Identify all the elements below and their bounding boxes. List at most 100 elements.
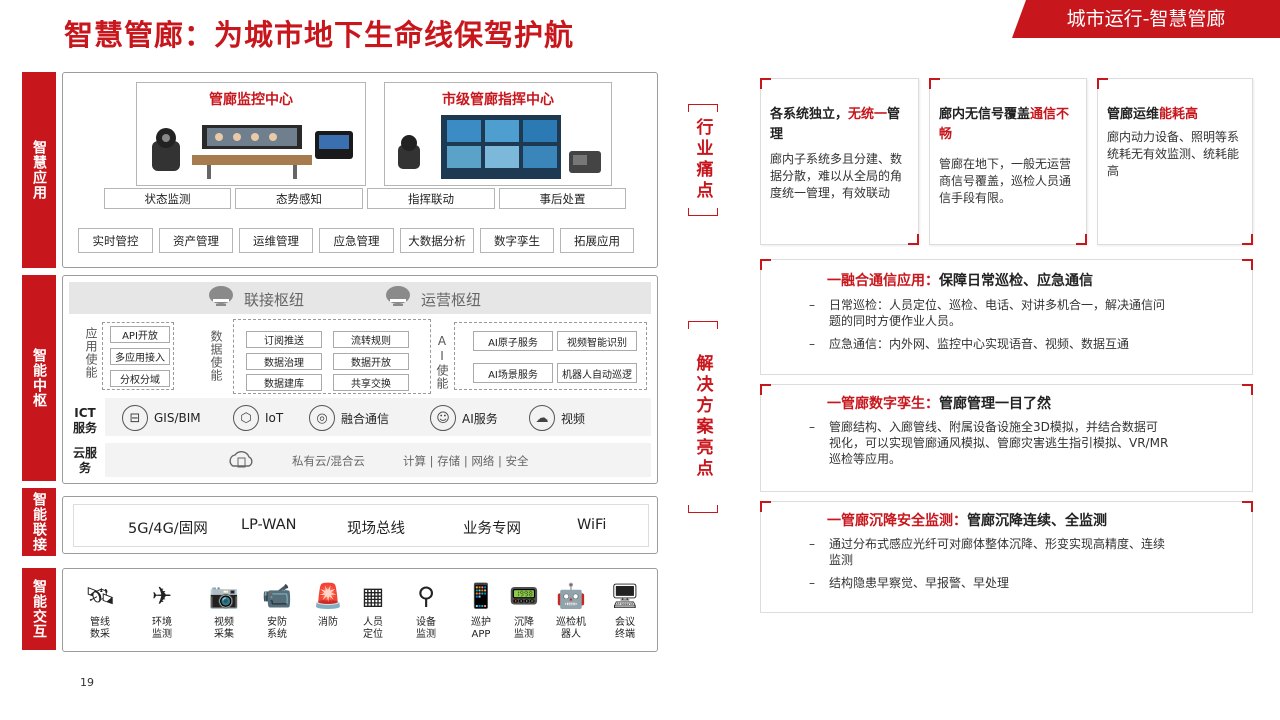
ops-hub-label: 运营枢纽 bbox=[421, 289, 481, 310]
monitor-center-box: 管廊监控中心 bbox=[136, 82, 366, 186]
solution-twin-point-1: 管廊结构、入廊管线、附属设备设施全3D模拟，并结合数据可视化，可以实现管廊通风模… bbox=[829, 419, 1169, 467]
net-private[interactable]: 业务专网 bbox=[463, 517, 521, 538]
device-label: 会议 终端 bbox=[600, 617, 650, 641]
meeting-terminal-icon: 🖥 bbox=[600, 579, 650, 613]
hub-layer-panel: 联接枢纽 运营枢纽 应用使能 API开放 多应用接入 分权分域 数据使能 订阅推… bbox=[62, 275, 658, 484]
security-camera-icon: 📹 bbox=[252, 579, 302, 613]
ai-scene-box[interactable]: AI场景服务 bbox=[473, 363, 553, 383]
func-status-monitor[interactable]: 状态监测 bbox=[104, 188, 231, 209]
solution-comm: 一融合通信应用：保障日常巡检、应急通信 日常巡检：人员定位、巡检、电话、对讲多机… bbox=[760, 259, 1253, 375]
link-layer-panel: 5G/4G/固网 LP-WAN 现场总线 业务专网 WiFi bbox=[62, 496, 658, 554]
ict-video-label: 视频 bbox=[561, 410, 585, 427]
app-emergency-management[interactable]: 应急管理 bbox=[319, 228, 394, 253]
command-center-box: 市级管廊指挥中心 bbox=[384, 82, 612, 186]
solutions-title: 解决方案亮点 bbox=[688, 321, 718, 513]
video-recognition-box[interactable]: 视频智能识别 bbox=[557, 331, 637, 351]
ict-comm[interactable]: ◎ 融合通信 bbox=[309, 405, 389, 431]
app-big-data[interactable]: 大数据分析 bbox=[400, 228, 474, 253]
ict-iot-label: IoT bbox=[265, 411, 283, 425]
app-enable-label: 应用使能 bbox=[83, 327, 100, 379]
multi-app-access-box[interactable]: 多应用接入 bbox=[110, 348, 170, 365]
device-radio-device[interactable]: 📟 沉降 监测 bbox=[499, 579, 549, 641]
ict-gis-label: GIS/BIM bbox=[154, 411, 201, 425]
data-enable-label: 数据使能 bbox=[208, 330, 225, 382]
device-drone[interactable]: ✈ 环境 监测 bbox=[137, 579, 187, 641]
ai-head-icon: ☺ bbox=[430, 405, 456, 431]
flow-rule-box[interactable]: 流转规则 bbox=[333, 331, 409, 348]
solution-settlement: 一管廊沉降安全监测：管廊沉降连续、全监测 通过分布式感应光纤可对廊体整体沉降、形… bbox=[760, 501, 1253, 613]
ict-ai[interactable]: ☺ AI服务 bbox=[430, 405, 498, 431]
cloud-hub-icon bbox=[206, 283, 236, 309]
solution-settlement-head: 一管廊沉降安全监测：管廊沉降连续、全监测 bbox=[827, 510, 1107, 530]
pain-card-2-head: 廊内无信号覆盖通信不畅 bbox=[939, 105, 1077, 145]
app-asset-management[interactable]: 资产管理 bbox=[159, 228, 233, 253]
pain-card-2: 廊内无信号覆盖通信不畅 管廊在地下，一般无运营商信号覆盖，巡检人员通信手段有限。 bbox=[929, 78, 1087, 245]
ict-video[interactable]: ☁ 视频 bbox=[529, 405, 585, 431]
subscribe-push-box[interactable]: 订阅推送 bbox=[246, 331, 322, 348]
data-open-box[interactable]: 数据开放 bbox=[333, 353, 409, 370]
radio-device-icon: 📟 bbox=[499, 579, 549, 613]
func-command-linkage[interactable]: 指挥联动 bbox=[367, 188, 495, 209]
device-fire-alarm[interactable]: 🚨消防 bbox=[303, 579, 353, 629]
solution-comm-point-2: 应急通信：内外网、监控中心实现语音、视频、数据互通 bbox=[829, 336, 1169, 352]
app-realtime-control[interactable]: 实时管控 bbox=[78, 228, 153, 253]
robot-patrol-box[interactable]: 机器人自动巡逻 bbox=[557, 363, 637, 383]
camera-icon: 📷 bbox=[199, 579, 249, 613]
net-5g[interactable]: 5G/4G/固网 bbox=[128, 517, 208, 538]
device-meeting-terminal[interactable]: 🖥 会议 终端 bbox=[600, 579, 650, 641]
func-situation-awareness[interactable]: 态势感知 bbox=[235, 188, 363, 209]
page-number: 19 bbox=[80, 676, 94, 689]
api-open-box[interactable]: API开放 bbox=[110, 326, 170, 343]
device-camera[interactable]: 📷 视频 采集 bbox=[199, 579, 249, 641]
net-fieldbus[interactable]: 现场总线 bbox=[347, 517, 405, 538]
device-label: 沉降 监测 bbox=[499, 617, 549, 641]
drone-icon: ✈ bbox=[137, 579, 187, 613]
ict-iot[interactable]: ⬡ IoT bbox=[233, 405, 283, 431]
comm-icon: ◎ bbox=[309, 405, 335, 431]
rights-domain-box[interactable]: 分权分域 bbox=[110, 370, 170, 387]
pain-card-1-head: 各系统独立，无统一管理 bbox=[770, 105, 909, 145]
device-label: 视频 采集 bbox=[199, 617, 249, 641]
cloud-type: 私有云/混合云 bbox=[292, 453, 365, 469]
cloud-items: 计算 | 存储 | 网络 | 安全 bbox=[403, 453, 529, 469]
pain-card-3-body: 廊内动力设备、照明等系统耗无有效监测、统耗能高 bbox=[1107, 129, 1243, 180]
ict-gis[interactable]: ⊟GIS/BIM bbox=[122, 405, 201, 431]
device-robot[interactable]: 🤖巡检机 器人 bbox=[546, 579, 596, 641]
net-lpwan[interactable]: LP-WAN bbox=[241, 517, 296, 533]
func-post-handling[interactable]: 事后处置 bbox=[499, 188, 626, 209]
pain-card-3: 管廊运维能耗高 廊内动力设备、照明等系统耗无有效监测、统耗能高 bbox=[1097, 78, 1253, 245]
cloud-ops-icon bbox=[383, 283, 413, 309]
section-banner: 城市运行-智慧管廊 bbox=[1012, 0, 1280, 38]
command-center-image bbox=[393, 111, 607, 183]
device-security-camera[interactable]: 📹安防 系统 bbox=[252, 579, 302, 641]
device-satellite[interactable]: 🛰管线 数采 bbox=[75, 579, 125, 641]
cloud-label: 云服务 bbox=[69, 446, 101, 476]
hub-bar bbox=[69, 282, 651, 314]
page-title: 智慧管廊：为城市地下生命线保驾护航 bbox=[64, 12, 574, 54]
satellite-icon: 🛰 bbox=[75, 579, 125, 613]
ict-comm-label: 融合通信 bbox=[341, 410, 389, 427]
app-extension[interactable]: 拓展应用 bbox=[560, 228, 634, 253]
device-label: 环境 监测 bbox=[137, 617, 187, 641]
ai-atomic-box[interactable]: AI原子服务 bbox=[473, 331, 553, 351]
device-sensor-pole[interactable]: ⚲设备 监测 bbox=[401, 579, 451, 641]
app-ops-management[interactable]: 运维管理 bbox=[239, 228, 313, 253]
data-build-box[interactable]: 数据建库 bbox=[246, 374, 322, 391]
solar-panel-icon: ▦ bbox=[348, 579, 398, 613]
layer-label-link: 智能联接 bbox=[22, 488, 56, 556]
net-wifi[interactable]: WiFi bbox=[577, 517, 606, 533]
ict-ai-label: AI服务 bbox=[462, 410, 498, 427]
pain-points-title: 行业痛点 bbox=[688, 104, 718, 216]
device-solar-panel[interactable]: ▦ 人员 定位 bbox=[348, 579, 398, 641]
command-center-title: 市级管廊指挥中心 bbox=[385, 89, 611, 109]
app-digital-twin[interactable]: 数字孪生 bbox=[480, 228, 554, 253]
pain-card-1: 各系统独立，无统一管理 廊内子系统多且分建、数据分散，难以从全局的角度统一管理，… bbox=[760, 78, 919, 245]
device-label: 人员 定位 bbox=[348, 617, 398, 641]
layer-label-interact: 智能交互 bbox=[22, 568, 56, 650]
solution-twin-head: 一管廊数字孪生：管廊管理一目了然 bbox=[827, 393, 1051, 413]
share-exchange-box[interactable]: 共享交换 bbox=[333, 374, 409, 391]
data-governance-box[interactable]: 数据治理 bbox=[246, 353, 322, 370]
cube-icon: ⬡ bbox=[233, 405, 259, 431]
video-cloud-icon: ☁ bbox=[529, 405, 555, 431]
ai-enable-label: AI使能 bbox=[434, 334, 451, 390]
